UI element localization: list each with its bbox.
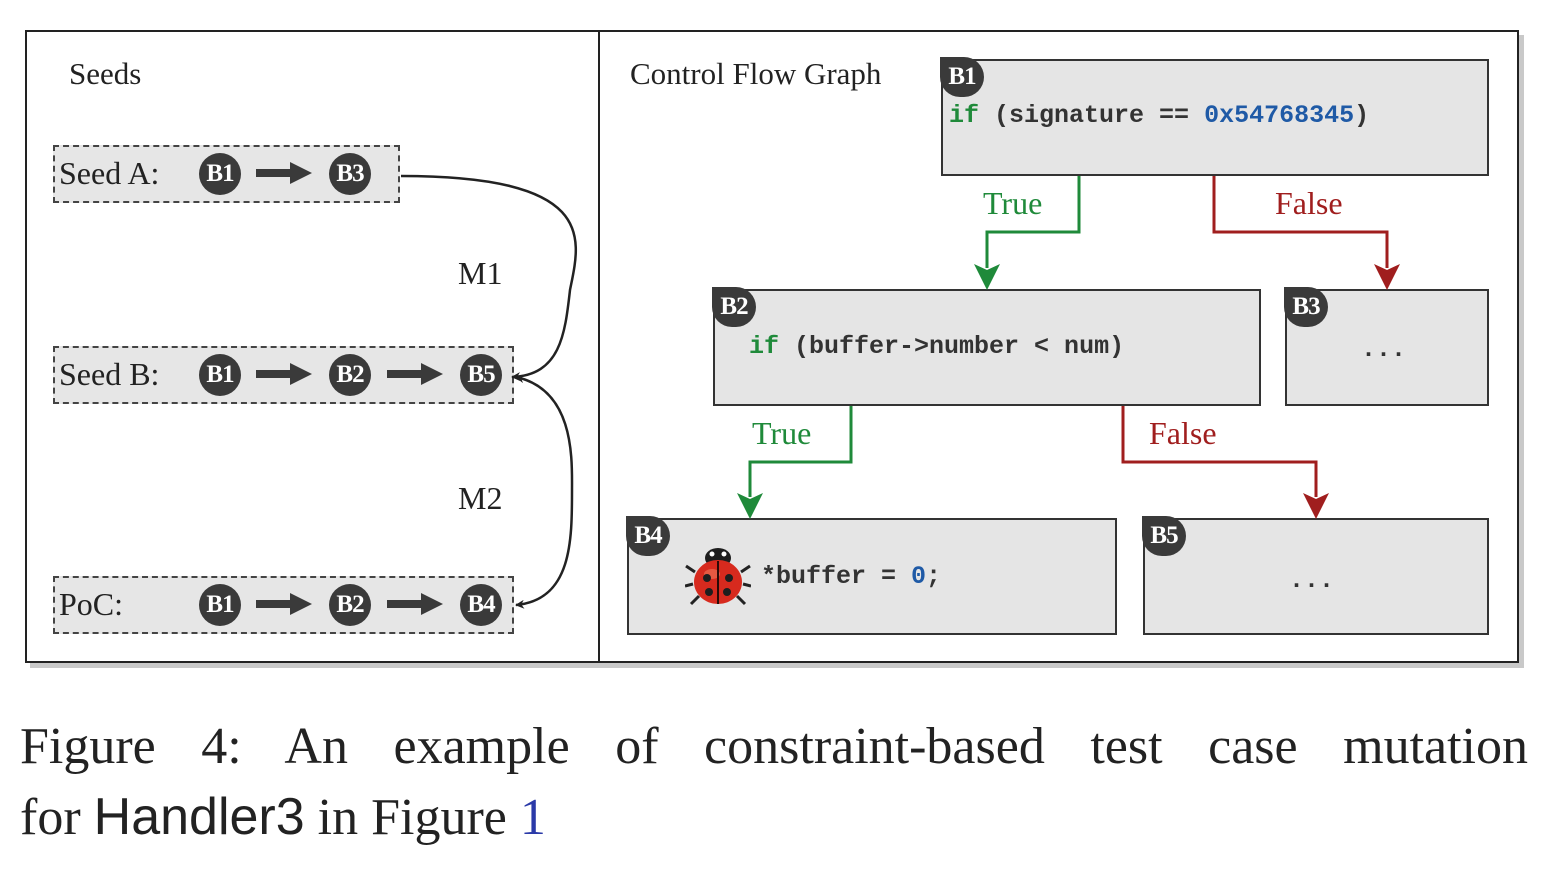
block-b3-code: ... (1361, 335, 1407, 364)
block-b1-tag: B1 (940, 57, 984, 97)
block-b2-code: if (buffer->number < num) (749, 332, 1125, 361)
block-b5: B5 ... (1142, 516, 1489, 635)
seed-b-label: Seed B: (59, 356, 160, 392)
handler-name: Handler3 (93, 788, 305, 846)
seed-b-node-2: B2 (329, 354, 371, 396)
caption-line-1: Figure 4: An example of constraint-based… (20, 718, 1528, 775)
right-arrow-icon (256, 162, 312, 184)
right-arrow-icon (256, 363, 312, 385)
seed-a-node-2: B3 (329, 153, 371, 195)
block-b4-tag: B4 (626, 516, 670, 556)
right-arrow-icon (387, 363, 443, 385)
right-arrow-icon (256, 593, 312, 615)
poc-node-3: B4 (460, 584, 502, 626)
block-b4: B4 *buffer = 0; (626, 516, 1117, 635)
cfg-title: Control Flow Graph (630, 56, 882, 91)
mutation-m2-label: M2 (458, 480, 503, 516)
caption-line-2: for Handler3 in Figure 1 (20, 788, 546, 846)
mutation-m1-label: M1 (458, 255, 503, 291)
block-b2: B2 if (buffer->number < num) (712, 287, 1261, 406)
poc-row: PoC: B1 B2 B4 (53, 576, 514, 634)
panel-divider (598, 30, 600, 663)
edge-b2-true-label: True (752, 415, 812, 451)
seed-a-label: Seed A: (59, 155, 160, 191)
seed-b-node-1: B1 (199, 354, 241, 396)
block-b1: B1 if (signature == 0x54768345) (940, 57, 1489, 176)
edge-b1-false-label: False (1275, 185, 1343, 221)
poc-label: PoC: (59, 586, 124, 622)
poc-node-1: B1 (199, 584, 241, 626)
right-arrow-icon (387, 593, 443, 615)
block-b3-tag: B3 (1284, 287, 1328, 327)
poc-node-2: B2 (329, 584, 371, 626)
figure-caption: Figure 4: An example of constraint-based… (20, 712, 1528, 853)
seed-b-node-3: B5 (460, 354, 502, 396)
edge-b1-true-label: True (983, 185, 1043, 221)
block-b5-code: ... (1289, 566, 1335, 595)
ladybug-icon (685, 548, 751, 606)
figure-reference-link[interactable]: 1 (519, 789, 546, 846)
block-b5-tag: B5 (1142, 516, 1186, 556)
block-b3: B3 ... (1284, 287, 1489, 406)
seed-a-node-1: B1 (199, 153, 241, 195)
edge-b2-false-label: False (1149, 415, 1217, 451)
seed-b-row: Seed B: B1 B2 B5 (53, 346, 514, 404)
block-b1-code: if (signature == 0x54768345) (949, 101, 1370, 130)
block-b2-tag: B2 (712, 287, 756, 327)
seeds-title: Seeds (69, 56, 142, 91)
block-b4-code: *buffer = 0; (761, 562, 942, 591)
seed-a-row: Seed A: B1 B3 (53, 145, 400, 203)
